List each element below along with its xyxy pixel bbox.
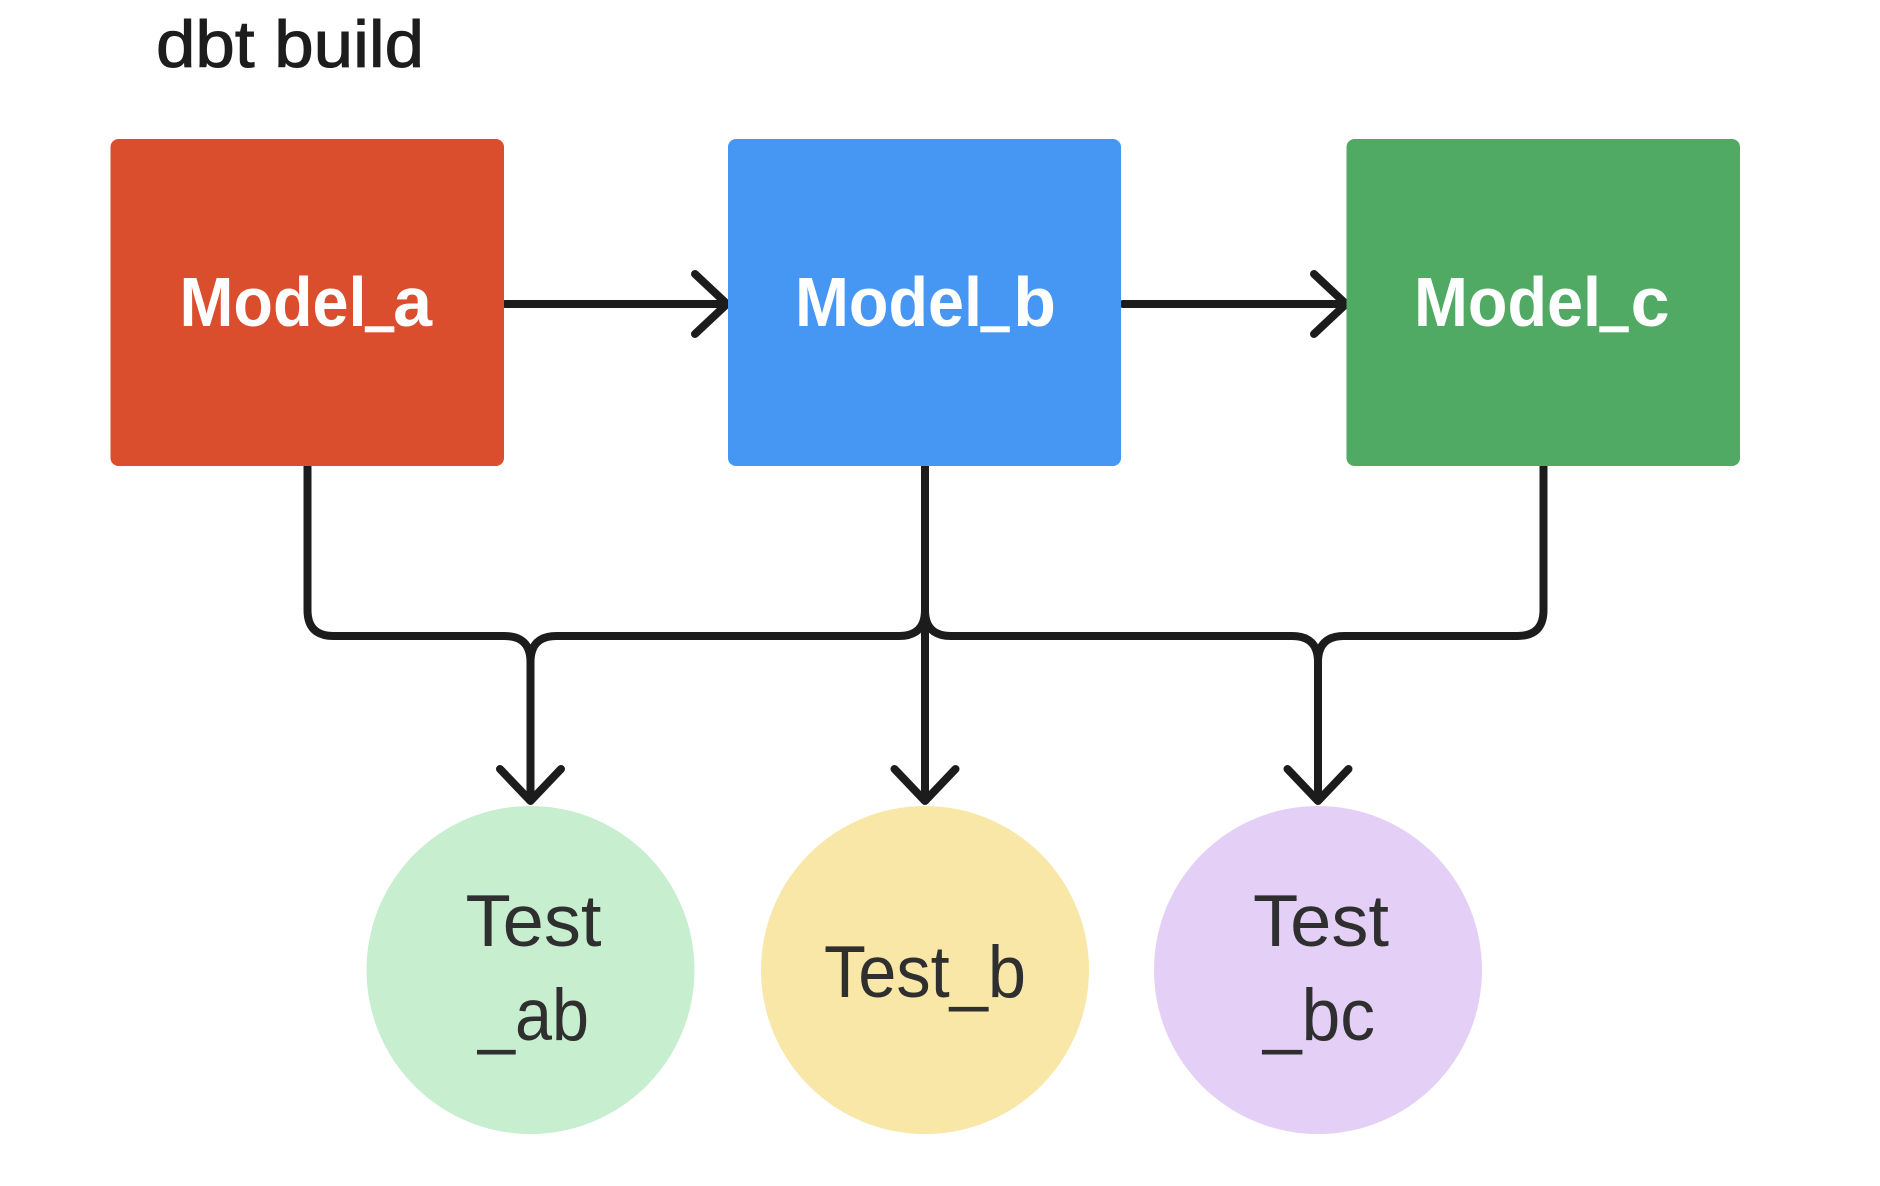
svg-text:_bc: _bc — [1261, 975, 1375, 1056]
svg-text:b: b — [1013, 263, 1056, 341]
svg-text:c: c — [1631, 263, 1670, 341]
svg-text:Model: Model — [180, 263, 367, 341]
svg-text:a: a — [393, 263, 433, 341]
svg-text:Model: Model — [795, 263, 982, 341]
svg-text:_ab: _ab — [476, 975, 589, 1056]
svg-text:Test_b: Test_b — [824, 932, 1026, 1013]
svg-text:Test: Test — [1253, 881, 1389, 962]
svg-text:Model: Model — [1414, 263, 1601, 341]
svg-text:Test: Test — [466, 881, 602, 962]
svg-text:dbt build: dbt build — [156, 7, 424, 81]
